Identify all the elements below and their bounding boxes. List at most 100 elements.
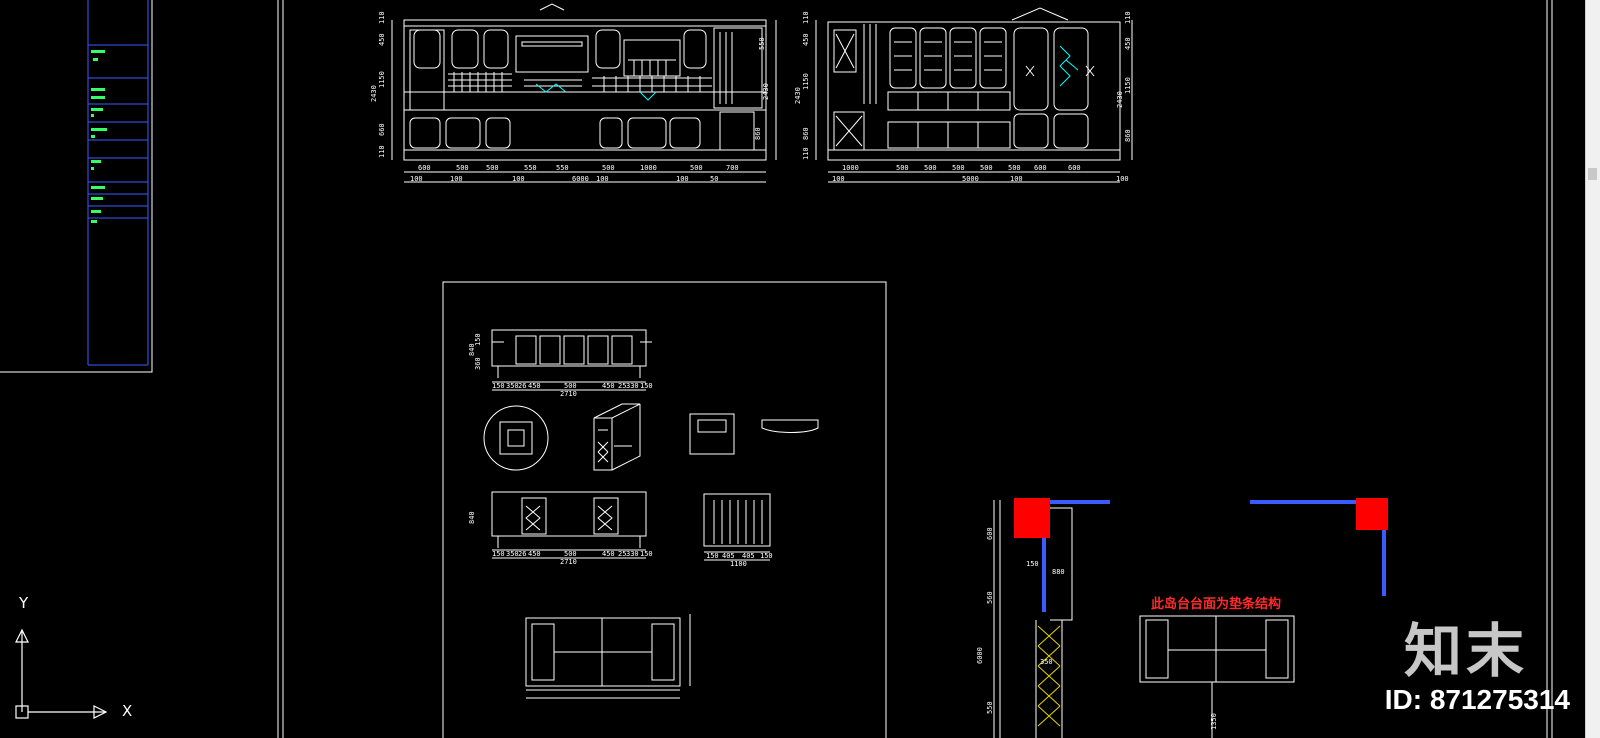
svg-text:500: 500 — [1008, 164, 1021, 172]
svg-text:450: 450 — [602, 382, 615, 390]
svg-text:500: 500 — [456, 164, 469, 172]
svg-text:880: 880 — [1052, 568, 1065, 576]
svg-text:100: 100 — [596, 175, 609, 183]
svg-text:2710: 2710 — [560, 390, 577, 398]
svg-text:25: 25 — [618, 382, 626, 390]
svg-text:350: 350 — [506, 550, 519, 558]
svg-text:860: 860 — [802, 127, 810, 140]
title-block-text — [91, 50, 107, 223]
plan-yellow-hatch — [1037, 625, 1061, 727]
svg-text:330: 330 — [626, 550, 639, 558]
svg-text:6000: 6000 — [976, 647, 984, 664]
svg-text:2430: 2430 — [794, 87, 802, 104]
island-sheet — [442, 281, 887, 738]
svg-text:150: 150 — [640, 550, 653, 558]
svg-text:1150: 1150 — [1124, 77, 1132, 94]
svg-text:150: 150 — [760, 552, 773, 560]
svg-text:110: 110 — [1124, 11, 1132, 24]
svg-text:100: 100 — [450, 175, 463, 183]
svg-text:500: 500 — [924, 164, 937, 172]
svg-text:110: 110 — [378, 145, 386, 158]
ucs-x-label: X — [122, 702, 133, 720]
svg-text:500: 500 — [690, 164, 703, 172]
svg-text:350: 350 — [1040, 658, 1053, 666]
svg-text:150: 150 — [640, 382, 653, 390]
svg-text:500: 500 — [980, 164, 993, 172]
svg-text:500: 500 — [602, 164, 615, 172]
svg-text:150: 150 — [492, 550, 505, 558]
svg-text:2710: 2710 — [560, 558, 577, 566]
svg-text:450: 450 — [528, 550, 541, 558]
svg-text:660: 660 — [378, 123, 386, 136]
svg-text:1000: 1000 — [842, 164, 859, 172]
svg-text:100: 100 — [676, 175, 689, 183]
svg-text:600: 600 — [986, 527, 994, 540]
svg-text:110: 110 — [802, 147, 810, 160]
svg-text:450: 450 — [802, 33, 810, 46]
svg-text:150: 150 — [492, 382, 505, 390]
svg-text:360: 360 — [474, 357, 482, 370]
svg-text:450: 450 — [1124, 37, 1132, 50]
elevation-a — [391, 3, 777, 183]
file-id: ID: 871275314 — [1384, 684, 1570, 715]
title-block — [87, 0, 149, 366]
elevation-b — [815, 7, 1133, 183]
plan-dims: 150 880 600 350 1350 6000 560 550 — [976, 527, 1218, 730]
ucs-y-label: Y — [19, 594, 29, 612]
svg-text:840: 840 — [468, 343, 476, 356]
svg-text:860: 860 — [1124, 129, 1132, 142]
plan-view — [993, 500, 1295, 738]
elevation-a-cyan — [535, 83, 657, 101]
svg-text:840: 840 — [468, 511, 476, 524]
svg-text:405: 405 — [722, 552, 735, 560]
plan-red-columns — [1014, 498, 1388, 538]
svg-text:110: 110 — [802, 11, 810, 24]
svg-text:550: 550 — [524, 164, 537, 172]
svg-text:500: 500 — [486, 164, 499, 172]
svg-text:600: 600 — [1034, 164, 1047, 172]
svg-text:860: 860 — [754, 127, 762, 140]
elevation-b-dims: 110 450 1150 2430 860 110 1000 500 500 5… — [794, 11, 1132, 183]
svg-text:560: 560 — [986, 591, 994, 604]
svg-text:550: 550 — [986, 701, 994, 714]
svg-text:600: 600 — [418, 164, 431, 172]
svg-text:6000: 6000 — [572, 175, 589, 183]
svg-text:100: 100 — [410, 175, 423, 183]
svg-text:2430: 2430 — [762, 83, 770, 100]
ucs-icon — [15, 628, 108, 719]
svg-text:150: 150 — [474, 333, 482, 346]
svg-text:330: 330 — [626, 382, 639, 390]
svg-text:100: 100 — [1116, 175, 1129, 183]
svg-text:100: 100 — [832, 175, 845, 183]
svg-text:50: 50 — [710, 175, 718, 183]
svg-text:500: 500 — [896, 164, 909, 172]
svg-text:110: 110 — [378, 11, 386, 24]
svg-text:1350: 1350 — [1210, 713, 1218, 730]
svg-text:1150: 1150 — [802, 73, 810, 90]
brand-logo: 知末 — [1403, 617, 1528, 685]
elevation-a-dims: 110 450 1150 2430 660 110 600 500 500 55… — [370, 11, 770, 183]
svg-text:100: 100 — [1010, 175, 1023, 183]
svg-text:350: 350 — [506, 382, 519, 390]
svg-text:550: 550 — [758, 37, 766, 50]
plan-blue-walls — [1042, 500, 1386, 612]
svg-text:450: 450 — [528, 382, 541, 390]
svg-text:450: 450 — [602, 550, 615, 558]
vertical-scrollbar[interactable] — [1585, 0, 1600, 738]
svg-text:2430: 2430 — [1116, 91, 1124, 108]
svg-text:26: 26 — [518, 382, 526, 390]
svg-text:600: 600 — [1068, 164, 1081, 172]
elevation-b-cyan — [1059, 45, 1079, 87]
svg-text:25: 25 — [618, 550, 626, 558]
scroll-thumb[interactable] — [1588, 168, 1597, 180]
svg-text:26: 26 — [518, 550, 526, 558]
island-dims: 840 150 360 150 350 26 450 500 450 25 33… — [468, 333, 773, 568]
svg-text:1150: 1150 — [378, 71, 386, 88]
svg-text:100: 100 — [512, 175, 525, 183]
svg-text:500: 500 — [564, 382, 577, 390]
svg-text:500: 500 — [952, 164, 965, 172]
svg-text:405: 405 — [742, 552, 755, 560]
sheet-borders — [0, 0, 1553, 738]
svg-text:450: 450 — [378, 33, 386, 46]
